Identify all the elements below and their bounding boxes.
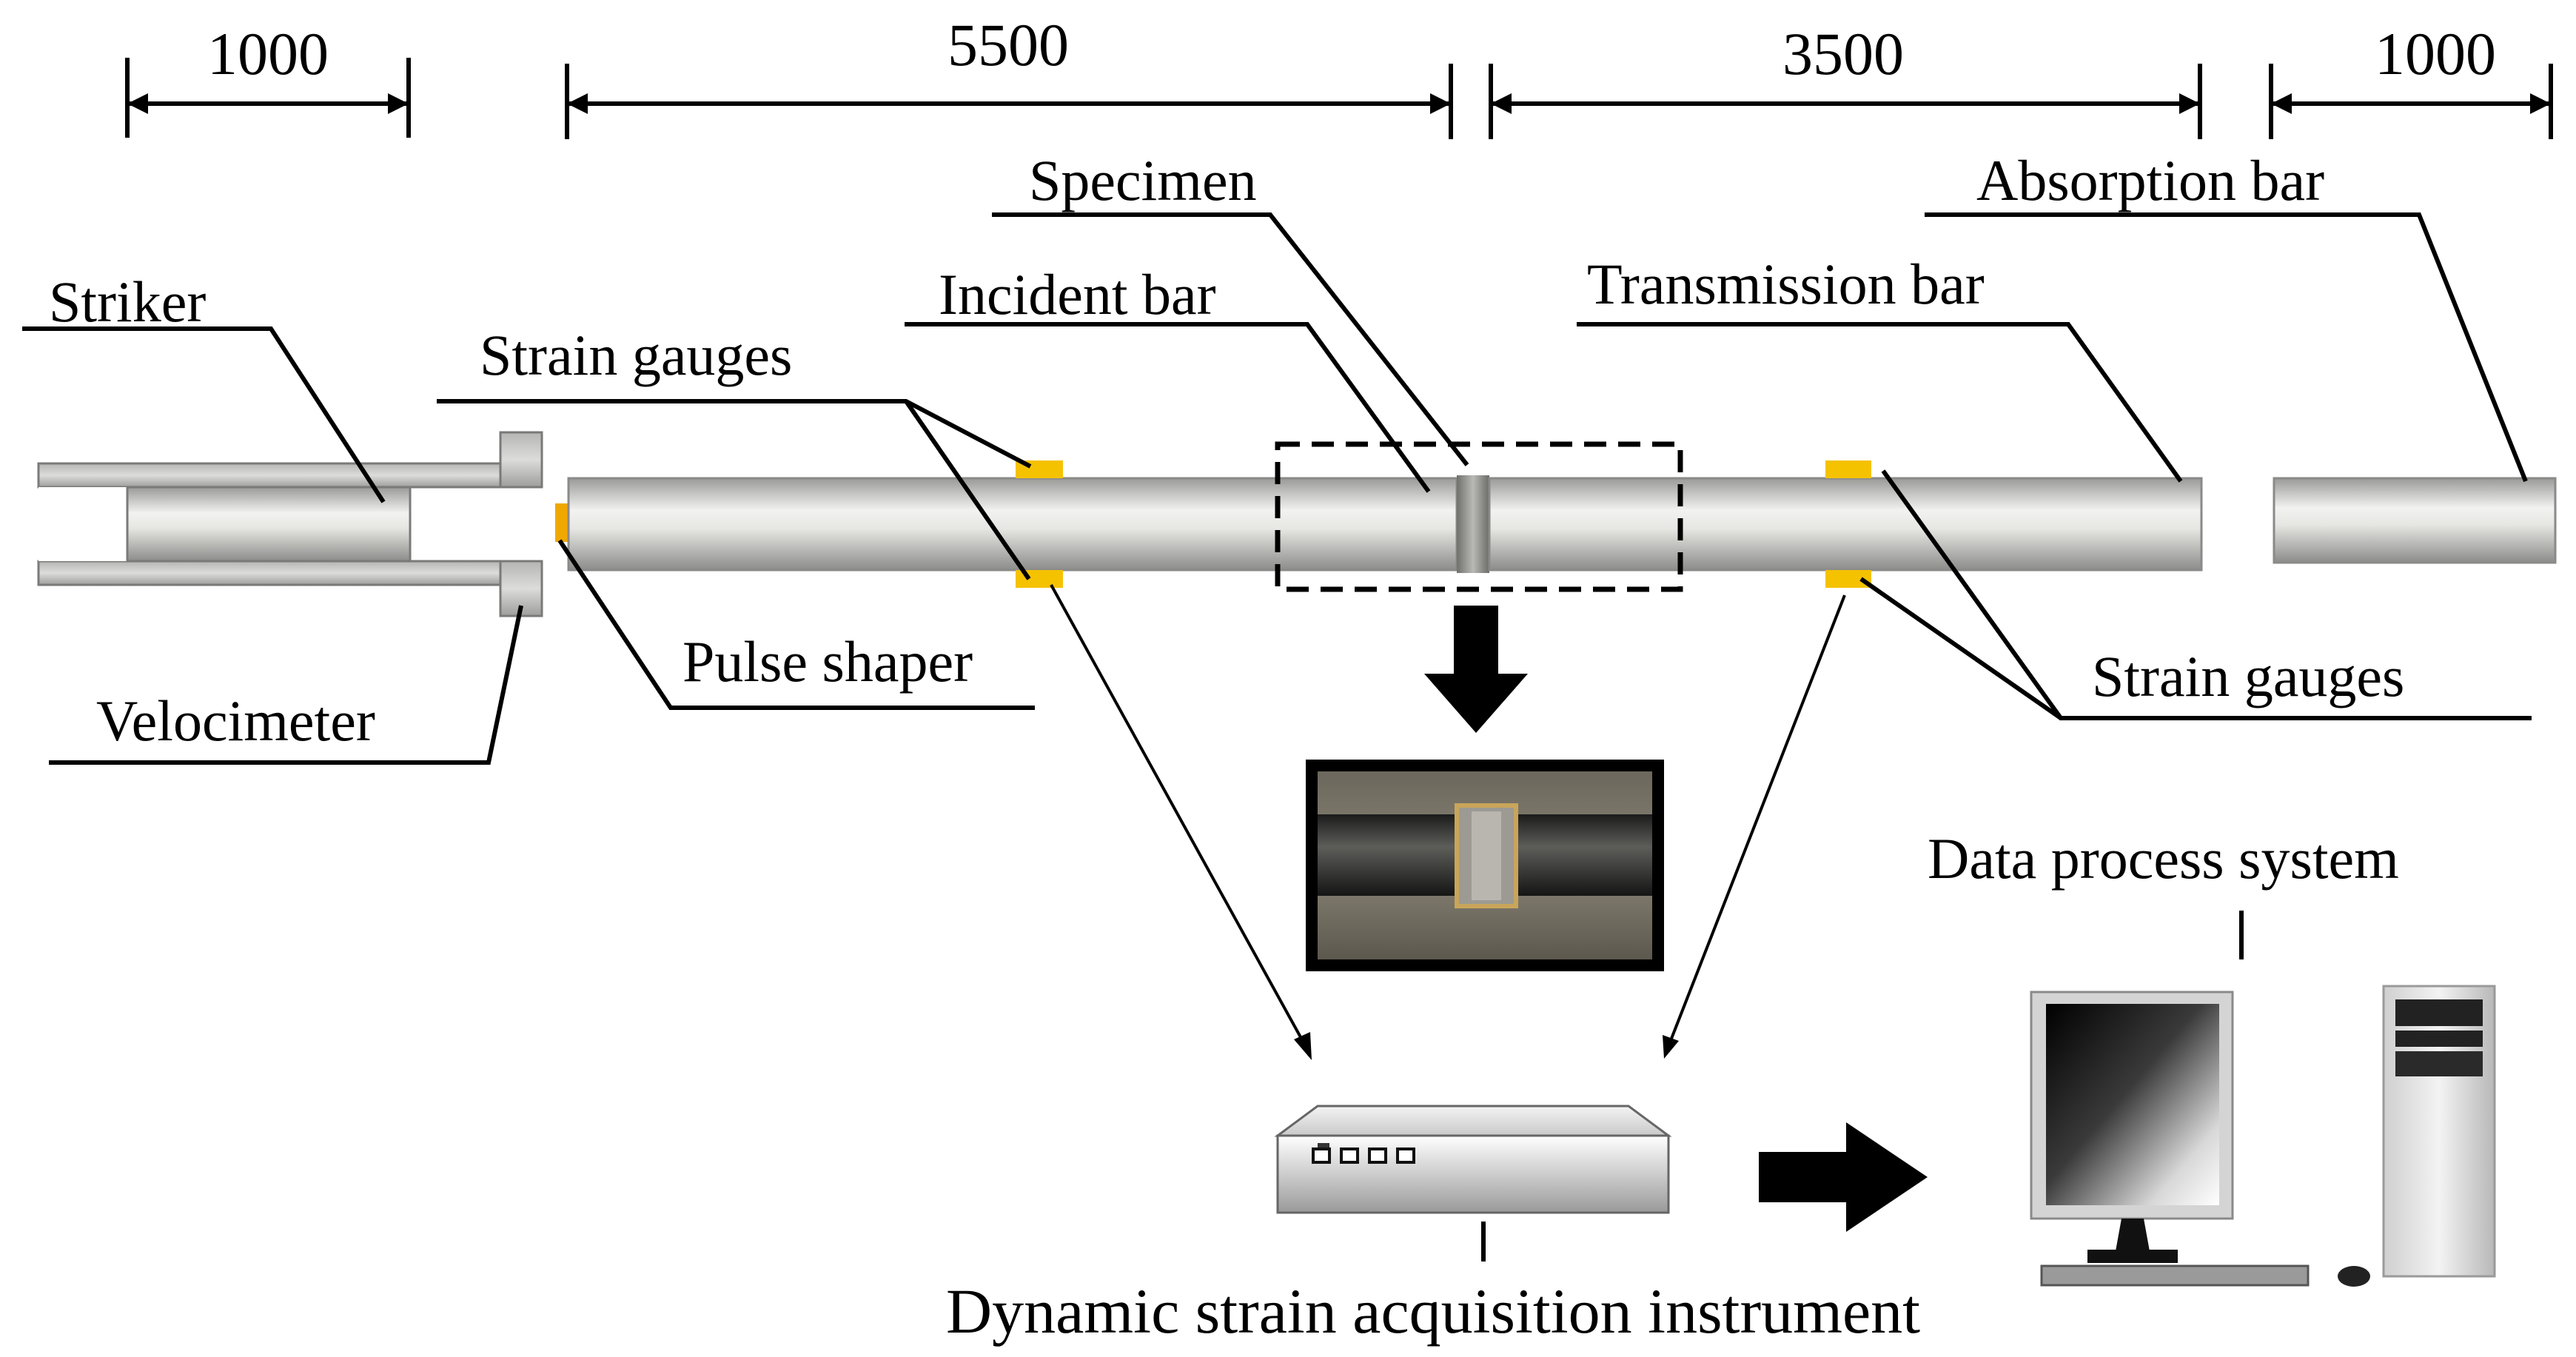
right-arrow-icon	[1759, 1122, 1928, 1232]
label-velocimeter: Velocimeter	[96, 688, 375, 753]
down-arrow-icon	[1424, 606, 1528, 733]
leader-specimen	[992, 212, 1469, 466]
computer-icon	[2030, 985, 2496, 1287]
leader-absorption-bar	[1925, 212, 2528, 483]
label-pulse-shaper: Pulse shaper	[682, 629, 973, 694]
leader-velocimeter	[49, 605, 523, 765]
acquisition-instrument	[1274, 1105, 1672, 1214]
label-absorption-bar: Absorption bar	[1976, 148, 2324, 212]
leader-incident-bar	[905, 322, 1431, 493]
label-strain-gauges-right: Strain gauges	[2092, 644, 2404, 708]
leader-strain-gauges-left-bottom	[904, 400, 1031, 580]
specimen	[1457, 475, 1489, 573]
label-data-process-system: Data process system	[1928, 826, 2399, 891]
dimension-1000-left: 1000	[125, 20, 411, 138]
signal-arrow-incident	[1050, 584, 1312, 1060]
leader-striker	[22, 326, 386, 503]
dimension-5500: 5500	[565, 11, 1453, 139]
specimen-photo	[1306, 760, 1664, 971]
signal-arrow-transmission	[1663, 594, 1846, 1059]
striker-bar	[126, 486, 412, 563]
transmission-bar	[1488, 477, 2203, 572]
label-strain-gauges-left: Strain gauges	[480, 323, 792, 387]
label-transmission-bar: Transmission bar	[1587, 252, 1985, 316]
specimen-highlight-box	[1275, 441, 1683, 592]
label-incident-bar: Incident bar	[939, 262, 1216, 326]
gun-barrel	[37, 431, 543, 617]
dimension-label: 3500	[1782, 20, 1904, 87]
dimension-label: 1000	[207, 20, 329, 87]
dimension-1000-right: 1000	[2269, 20, 2553, 139]
leader-pulse-shaper	[557, 539, 1035, 710]
leader-transmission-bar	[1577, 322, 2183, 483]
label-specimen: Specimen	[1029, 148, 1257, 212]
strain-gauges-incident	[1016, 460, 1063, 588]
dimension-3500: 3500	[1489, 20, 2202, 139]
absorption-bar	[2273, 477, 2557, 564]
dimension-label: 1000	[2375, 20, 2496, 87]
label-dynamic-strain-instrument: Dynamic strain acquisition instrument	[946, 1276, 1920, 1347]
leader-strain-gauges-right-bottom	[1859, 577, 2062, 720]
label-striker: Striker	[49, 269, 206, 334]
incident-bar	[567, 477, 1458, 572]
pulse-shaper	[555, 503, 568, 542]
dimension-label: 5500	[947, 11, 1069, 78]
